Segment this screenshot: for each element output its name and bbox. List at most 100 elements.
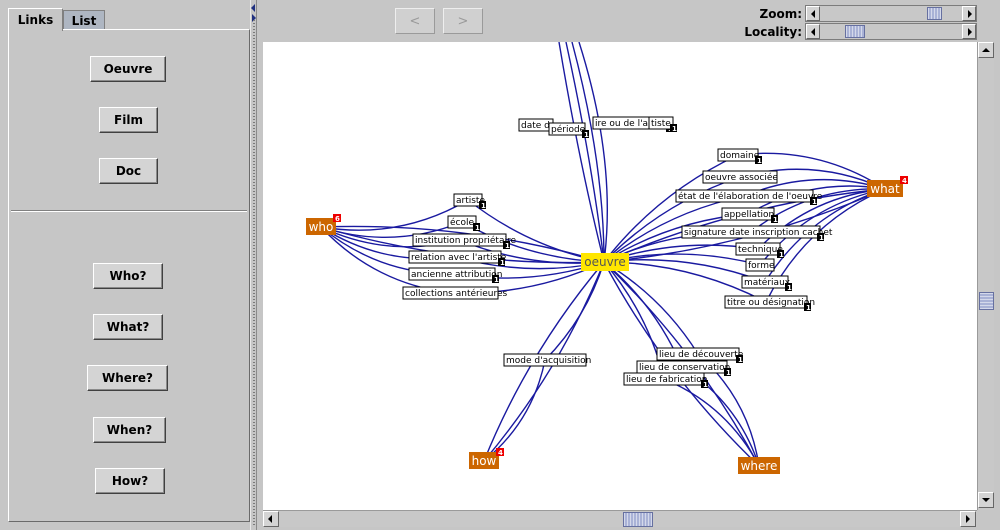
- what-button[interactable]: What?: [93, 314, 163, 340]
- hub-label: where: [741, 459, 778, 473]
- arrow-right-icon: [968, 28, 972, 36]
- graph-label-text: forme: [748, 261, 775, 271]
- graph-edge: [565, 42, 605, 263]
- count-badge: [498, 258, 505, 266]
- count-badge: [771, 215, 778, 223]
- zoom-decrease-button[interactable]: [806, 6, 820, 21]
- zoom-slider[interactable]: [805, 5, 977, 22]
- arrow-right-icon: [968, 10, 972, 18]
- count-badge: [473, 223, 480, 231]
- count-badge-text: 1: [787, 284, 792, 292]
- count-badge: [333, 214, 341, 222]
- graph-label-node[interactable]: mode d'acquisition: [503, 353, 591, 367]
- graph-edge: [603, 154, 739, 263]
- back-button[interactable]: <: [395, 8, 435, 34]
- count-badge-text: 1: [726, 369, 731, 377]
- divider-grip: [253, 20, 255, 525]
- graph-label-text: ancienne attribution: [411, 270, 502, 280]
- collapse-left-icon[interactable]: [251, 4, 255, 12]
- count-badge-text: 6: [335, 215, 340, 223]
- graph-label-text: tiste: [651, 119, 671, 129]
- forward-button[interactable]: >: [443, 8, 483, 34]
- graph-label-text: signature date inscription cachet: [684, 228, 833, 238]
- count-badge-text: 1: [703, 381, 708, 389]
- scroll-down-button[interactable]: [978, 492, 994, 508]
- zoom-slider-thumb[interactable]: [927, 7, 942, 20]
- count-badge-text: 1: [738, 356, 743, 364]
- locality-slider[interactable]: [805, 23, 977, 40]
- vertical-scrollbar[interactable]: [977, 42, 994, 510]
- locality-increase-button[interactable]: [962, 24, 976, 39]
- graph-center-node[interactable]: oeuvre: [581, 253, 629, 271]
- horizontal-scroll-thumb[interactable]: [623, 512, 653, 527]
- when-button[interactable]: When?: [93, 417, 166, 443]
- scroll-up-button[interactable]: [978, 42, 994, 58]
- locality-decrease-button[interactable]: [806, 24, 820, 39]
- tab-links[interactable]: Links: [8, 8, 63, 31]
- how-button[interactable]: How?: [95, 468, 165, 494]
- split-pane-divider[interactable]: [250, 0, 257, 530]
- graph-label-text: technique: [738, 245, 783, 255]
- count-badge-text: 1: [481, 202, 486, 210]
- film-button[interactable]: Film: [99, 107, 158, 133]
- count-badge-text: 1: [773, 216, 778, 224]
- graph-edge: [320, 225, 605, 263]
- count-badge-text: 1: [757, 157, 762, 165]
- tab-list[interactable]: List: [63, 10, 105, 30]
- count-badge: [777, 250, 784, 258]
- graph-label-node[interactable]: forme: [745, 258, 775, 272]
- graph-label-node[interactable]: oeuvre associée: [702, 170, 778, 184]
- graph-hub-where[interactable]: where: [738, 457, 780, 474]
- zoom-increase-button[interactable]: [962, 6, 976, 21]
- arrow-down-icon: [982, 498, 990, 502]
- where-button[interactable]: Where?: [87, 365, 168, 391]
- count-badge: [804, 303, 811, 311]
- graph-label-text: période: [551, 124, 586, 135]
- doc-button[interactable]: Doc: [99, 158, 158, 184]
- graph-edge: [571, 42, 605, 263]
- who-button[interactable]: Who?: [93, 263, 163, 289]
- count-badge: [582, 130, 589, 138]
- horizontal-scrollbar[interactable]: [263, 510, 977, 527]
- scroll-right-button[interactable]: [960, 511, 976, 527]
- collapse-right-icon[interactable]: [252, 14, 256, 22]
- vertical-scroll-thumb[interactable]: [979, 292, 994, 310]
- count-badge-text: 1: [584, 131, 589, 139]
- scroll-left-button[interactable]: [263, 511, 279, 527]
- count-badge: [736, 355, 743, 363]
- panel-separator: [11, 210, 247, 212]
- oeuvre-button[interactable]: Oeuvre: [90, 56, 166, 82]
- count-badge: [817, 233, 824, 241]
- graph-label-text: lieu de fabrication: [626, 375, 708, 385]
- graph-label-node[interactable]: collections antérieures: [402, 286, 507, 300]
- left-panel: Links List Oeuvre Film Doc Who? What? Wh…: [0, 0, 257, 530]
- count-badge: [479, 201, 486, 209]
- count-badge: [810, 197, 817, 205]
- count-badge-text: 1: [494, 276, 499, 284]
- count-badge-text: 1: [475, 224, 480, 232]
- toolbar: < > Zoom: Locality:: [257, 0, 1000, 42]
- locality-slider-thumb[interactable]: [845, 25, 865, 38]
